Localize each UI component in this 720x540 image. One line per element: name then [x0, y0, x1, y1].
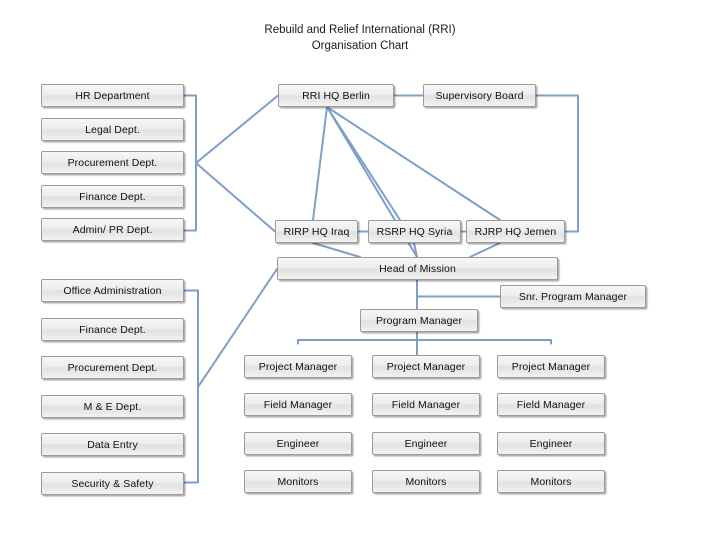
hq-department-bus — [183, 94, 197, 232]
node-jemen[interactable]: RJRP HQ Jemen — [466, 220, 565, 243]
node-syria[interactable]: RSRP HQ Syria — [368, 220, 461, 243]
page-title: Rebuild and Relief International (RRI) O… — [264, 24, 456, 52]
headquarters-to-jemen — [326, 106, 501, 221]
project-column-2-monitors[interactable]: Monitors — [372, 470, 480, 493]
headquarters-to-syria — [326, 106, 401, 221]
project-column-3-engineer[interactable]: Engineer — [497, 432, 605, 455]
hq-dept-admin-pr-dept[interactable]: Admin/ PR Dept. — [41, 218, 184, 241]
syria-to-head-of-mission — [413, 242, 418, 258]
hq-dept-legal-dept[interactable]: Legal Dept. — [41, 118, 184, 141]
hq-departments-to-iraq — [195, 162, 276, 233]
hq-dept-finance-dept[interactable]: Finance Dept. — [41, 185, 184, 208]
jemen-to-head-of-mission — [469, 242, 501, 258]
project-column-1-field-manager[interactable]: Field Manager — [244, 393, 352, 416]
mission-department-bus — [183, 289, 199, 484]
mission-dept-procurement-dept[interactable]: Procurement Dept. — [41, 356, 184, 379]
program-manager-to-project-managers — [297, 339, 552, 345]
mission-dept-m-e-dept[interactable]: M & E Dept. — [41, 395, 184, 418]
supervisory-board-to-jemen — [535, 94, 579, 233]
project-column-1-engineer[interactable]: Engineer — [244, 432, 352, 455]
node-head-of-mission[interactable]: Head of Mission — [277, 257, 558, 280]
project-column-1-project-manager[interactable]: Project Manager — [244, 355, 352, 378]
mission-dept-security-safety[interactable]: Security & Safety — [41, 472, 184, 495]
project-column-3-monitors[interactable]: Monitors — [497, 470, 605, 493]
project-column-2-engineer[interactable]: Engineer — [372, 432, 480, 455]
project-column-2-field-manager[interactable]: Field Manager — [372, 393, 480, 416]
node-snr-program-manager[interactable]: Snr. Program Manager — [500, 285, 646, 308]
project-column-3-field-manager[interactable]: Field Manager — [497, 393, 605, 416]
node-supervisory-board[interactable]: Supervisory Board — [423, 84, 536, 107]
project-column-1-monitors[interactable]: Monitors — [244, 470, 352, 493]
hq-dept-procurement-dept[interactable]: Procurement Dept. — [41, 151, 184, 174]
hq-departments-to-headquarters — [195, 94, 279, 164]
hq-dept-hr-department[interactable]: HR Department — [41, 84, 184, 107]
project-column-3-project-manager[interactable]: Project Manager — [497, 355, 605, 378]
node-hq[interactable]: RRI HQ Berlin — [278, 84, 394, 107]
node-program-manager[interactable]: Program Manager — [360, 309, 478, 332]
project-column-2-project-manager[interactable]: Project Manager — [372, 355, 480, 378]
mission-dept-data-entry[interactable]: Data Entry — [41, 433, 184, 456]
iraq-to-head-of-mission — [312, 242, 361, 258]
mission-dept-office-administration[interactable]: Office Administration — [41, 279, 184, 302]
headquarters-to-iraq — [312, 106, 328, 221]
node-iraq[interactable]: RIRP HQ Iraq — [275, 220, 358, 243]
mission-dept-finance-dept[interactable]: Finance Dept. — [41, 318, 184, 341]
